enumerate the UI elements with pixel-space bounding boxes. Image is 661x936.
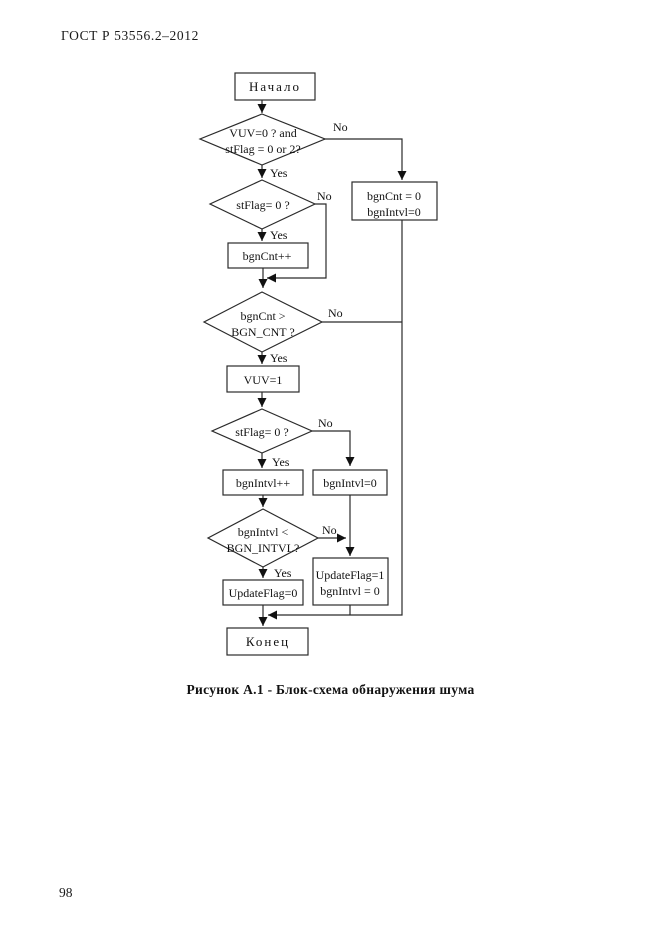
branch-label-no-4: No xyxy=(318,416,333,430)
decision-bgnintvl-label-line2: BGN_INTVL? xyxy=(227,541,300,555)
decision-stflag2-label: stFlag= 0 ? xyxy=(235,425,288,439)
bgnintvl-zero-box xyxy=(312,469,388,496)
vuv1-box xyxy=(226,365,300,393)
updateflag1-box xyxy=(312,557,389,606)
node-end: Конец xyxy=(226,627,309,656)
document-header: ГОСТ Р 53556.2–2012 xyxy=(61,28,199,43)
bgnintvl-zero-label: bgnIntvl=0 xyxy=(323,476,376,490)
node-bgncnt-inc: bgnCnt++ xyxy=(227,242,309,269)
branch-label-yes-2: Yes xyxy=(270,228,288,242)
line-init-down-to-merge xyxy=(268,220,403,620)
end-terminal-label: Конец xyxy=(246,634,290,649)
node-vuv1: VUV=1 xyxy=(226,365,300,393)
node-bgnintvl-zero: bgnIntvl=0 xyxy=(312,469,388,496)
node-init: bgnCnt = 0 bgnIntvl=0 xyxy=(351,181,438,221)
node-updateflag1: UpdateFlag=1 bgnIntvl = 0 xyxy=(312,557,389,606)
page-number: 98 xyxy=(59,885,73,900)
decision-vuv-diamond xyxy=(198,113,327,166)
branch-label-yes-3: Yes xyxy=(270,351,288,365)
updateflag1-label-line2: bgnIntvl = 0 xyxy=(320,584,379,598)
init-label-line2: bgnIntvl=0 xyxy=(367,205,420,219)
decision-bgncnt-diamond xyxy=(202,291,324,353)
bgncnt-inc-label: bgnCnt++ xyxy=(243,249,292,263)
init-label-line1: bgnCnt = 0 xyxy=(367,189,421,203)
init-box xyxy=(351,181,438,221)
node-decision-stflag2: stFlag= 0 ? xyxy=(210,408,314,454)
node-bgnintvl-inc: bgnIntvl++ xyxy=(222,469,304,496)
branch-label-yes-5: Yes xyxy=(274,566,292,580)
decision-bgnintvl-diamond xyxy=(206,508,320,568)
branch-label-no-5: No xyxy=(322,523,337,537)
node-decision-stflag1: stFlag= 0 ? xyxy=(208,179,317,230)
branch-label-no-2: No xyxy=(317,189,332,203)
branch-label-no-3: No xyxy=(328,306,343,320)
branch-label-yes-4: Yes xyxy=(272,455,290,469)
node-updateflag0: UpdateFlag=0 xyxy=(222,579,304,606)
decision-vuv-label-line2: stFlag = 0 or 2? xyxy=(225,142,300,156)
decision-bgnintvl-label-line1: bgnIntvl < xyxy=(238,525,289,539)
bgncnt-inc-box xyxy=(227,242,309,269)
arrow-stflag1-no-to-spine xyxy=(267,203,327,283)
decision-bgncnt-label-line1: bgnCnt > xyxy=(240,309,285,323)
branch-label-no-1: No xyxy=(333,120,348,134)
decision-vuv-label-line1: VUV=0 ? and xyxy=(229,126,296,140)
end-terminal-box xyxy=(226,627,309,656)
decision-stflag1-label: stFlag= 0 ? xyxy=(236,198,289,212)
bgnintvl-inc-label: bgnIntvl++ xyxy=(236,476,290,490)
start-terminal-label: Начало xyxy=(249,79,301,94)
node-decision-vuv: VUV=0 ? and stFlag = 0 or 2? xyxy=(198,113,327,166)
decision-stflag2-diamond xyxy=(210,408,314,454)
start-terminal-box xyxy=(234,72,316,101)
branch-label-yes-1: Yes xyxy=(270,166,288,180)
figure-caption: Рисунок А.1 - Блок-схема обнаружения шум… xyxy=(186,682,475,697)
arrow-stflag2-no-to-bgnintvl-zero xyxy=(312,430,355,466)
vuv1-label: VUV=1 xyxy=(244,373,283,387)
updateflag1-label-line1: UpdateFlag=1 xyxy=(316,568,385,582)
updateflag0-label: UpdateFlag=0 xyxy=(229,586,298,600)
bgnintvl-inc-box xyxy=(222,469,304,496)
decision-bgncnt-label-line2: BGN_CNT ? xyxy=(231,325,294,339)
decision-stflag1-diamond xyxy=(208,179,317,230)
updateflag0-box xyxy=(222,579,304,606)
arrow-decision-vuv-no-to-init xyxy=(324,138,407,180)
node-decision-bgncnt: bgnCnt > BGN_CNT ? xyxy=(202,291,324,353)
node-decision-bgnintvl: bgnIntvl < BGN_INTVL? xyxy=(206,508,320,568)
node-start: Начало xyxy=(234,72,316,101)
